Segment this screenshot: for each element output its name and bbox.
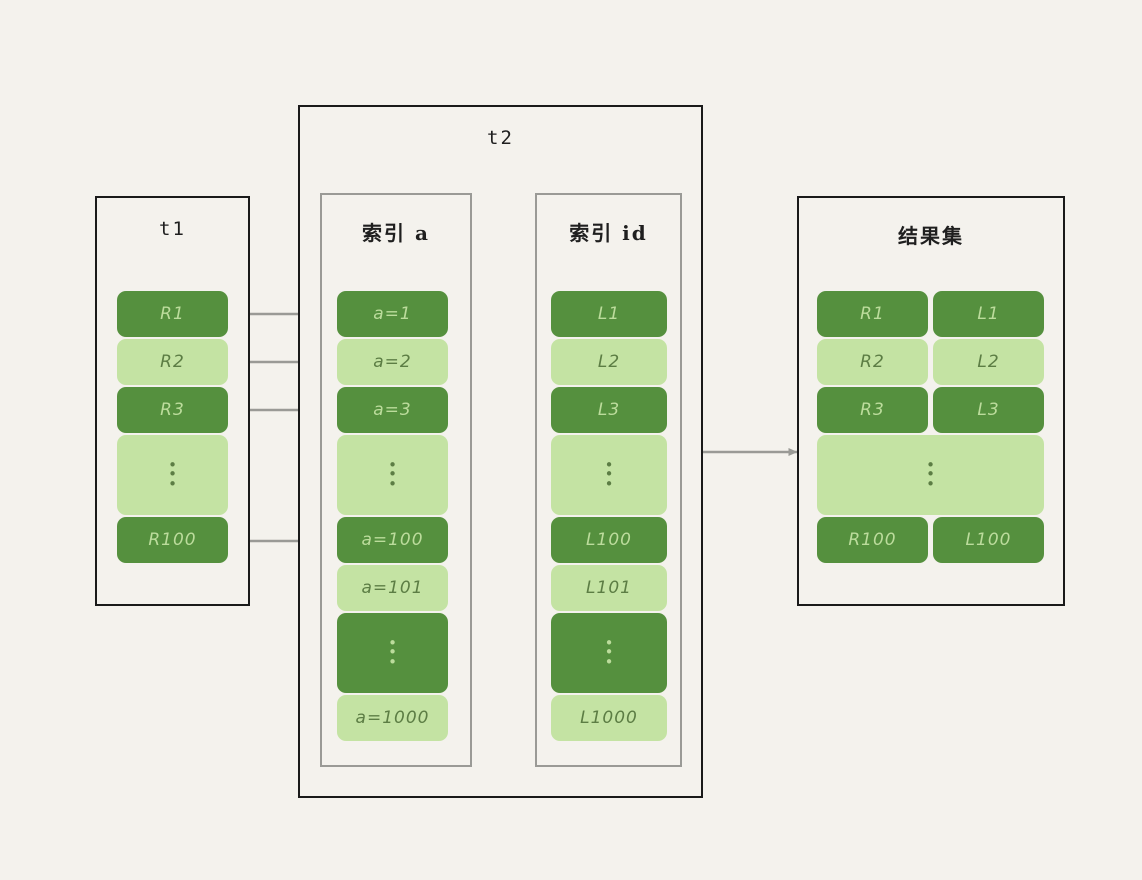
index_a_rows-pill[interactable]: a=1 xyxy=(337,291,448,337)
panel-t1-title: t1 xyxy=(159,218,186,240)
result_rows-pill-right-label: L100 xyxy=(965,530,1012,550)
index_id_rows-pill-label: L3 xyxy=(597,400,621,420)
index_id_rows-pill-ellipsis: ••• xyxy=(604,456,614,493)
index_id_rows-pill[interactable]: ••• xyxy=(551,613,667,693)
index_id_rows-pill-label: L1000 xyxy=(580,708,638,728)
index_id_rows-pill[interactable]: L100 xyxy=(551,517,667,563)
index_a_rows-pill-ellipsis: ••• xyxy=(388,634,397,671)
result_rows-pill-left[interactable]: R3 xyxy=(817,387,928,433)
index_a_rows-pill-label: a=3 xyxy=(373,400,412,420)
index_a_rows-pill[interactable]: a=101 xyxy=(337,565,448,611)
result_rows-pill-right[interactable]: L3 xyxy=(933,387,1044,433)
t1_rows-pill[interactable]: R3 xyxy=(117,387,228,433)
index_id_rows-pill[interactable]: L3 xyxy=(551,387,667,433)
result_rows-pill-left[interactable]: R1 xyxy=(817,291,928,337)
index_a_rows-pill[interactable]: ••• xyxy=(337,613,448,693)
panel-result-set-title: 结果集 xyxy=(898,224,964,248)
t1_rows-pill[interactable]: R2 xyxy=(117,339,228,385)
index_id_rows-pill[interactable]: L1000 xyxy=(551,695,667,741)
result_rows-pill-left[interactable]: R2 xyxy=(817,339,928,385)
index_a_rows-pill[interactable]: a=2 xyxy=(337,339,448,385)
panel-index-id-title: 索引 id xyxy=(569,221,648,245)
index_id_rows-pill-label: L100 xyxy=(586,530,632,550)
t1_rows-pill-label: R3 xyxy=(160,400,185,420)
t1_rows-pill-ellipsis: ••• xyxy=(168,456,177,493)
index_id_rows-pill-label: L1 xyxy=(597,304,621,324)
index_id_rows-pill[interactable]: L101 xyxy=(551,565,667,611)
index_a_rows-pill-label: a=100 xyxy=(361,530,424,550)
t1_rows-pill-label: R100 xyxy=(148,530,197,550)
result_rows-pill[interactable]: ••• xyxy=(817,435,1044,515)
result_rows-pill-left-label: R1 xyxy=(860,304,885,324)
index_a_rows-pill-label: a=1 xyxy=(373,304,412,324)
index_a_rows-pill-label: a=2 xyxy=(373,352,412,372)
result_rows-pill-right-label: L3 xyxy=(977,400,1000,420)
result_rows-pill-right[interactable]: L2 xyxy=(933,339,1044,385)
t1_rows-pill[interactable]: R100 xyxy=(117,517,228,563)
result_rows-pill-right-label: L2 xyxy=(977,352,1000,372)
index_id_rows-pill-ellipsis: ••• xyxy=(604,634,614,671)
result_rows-pill-left-label: R2 xyxy=(860,352,885,372)
result_rows-pill-left-label: R3 xyxy=(860,400,885,420)
t1_rows-pill[interactable]: ••• xyxy=(117,435,228,515)
t1_rows-pill[interactable]: R1 xyxy=(117,291,228,337)
index_id_rows-pill[interactable]: ••• xyxy=(551,435,667,515)
index_a_rows-pill-ellipsis: ••• xyxy=(388,456,397,493)
index_a_rows-pill[interactable]: ••• xyxy=(337,435,448,515)
result_rows-pill-right-label: L1 xyxy=(977,304,1000,324)
index_a_rows-pill[interactable]: a=1000 xyxy=(337,695,448,741)
result_rows-pill-left-label: R100 xyxy=(848,530,897,550)
panel-t2-title: t2 xyxy=(487,127,514,149)
index_a_rows-pill[interactable]: a=100 xyxy=(337,517,448,563)
index_a_rows-pill[interactable]: a=3 xyxy=(337,387,448,433)
index_id_rows-pill[interactable]: L2 xyxy=(551,339,667,385)
t1_rows-pill-label: R1 xyxy=(160,304,185,324)
result_rows-pill-left[interactable]: R100 xyxy=(817,517,928,563)
panel-index-a-title: 索引 a xyxy=(362,221,430,245)
index_a_rows-pill-label: a=1000 xyxy=(355,708,430,728)
result_rows-pill-right[interactable]: L100 xyxy=(933,517,1044,563)
result_rows-pill-ellipsis: ••• xyxy=(926,456,935,493)
t1_rows-pill-label: R2 xyxy=(160,352,185,372)
index_a_rows-pill-label: a=101 xyxy=(361,578,424,598)
index_id_rows-pill-label: L2 xyxy=(597,352,621,372)
index_id_rows-pill[interactable]: L1 xyxy=(551,291,667,337)
index_id_rows-pill-label: L101 xyxy=(586,578,632,598)
result_rows-pill-right[interactable]: L1 xyxy=(933,291,1044,337)
